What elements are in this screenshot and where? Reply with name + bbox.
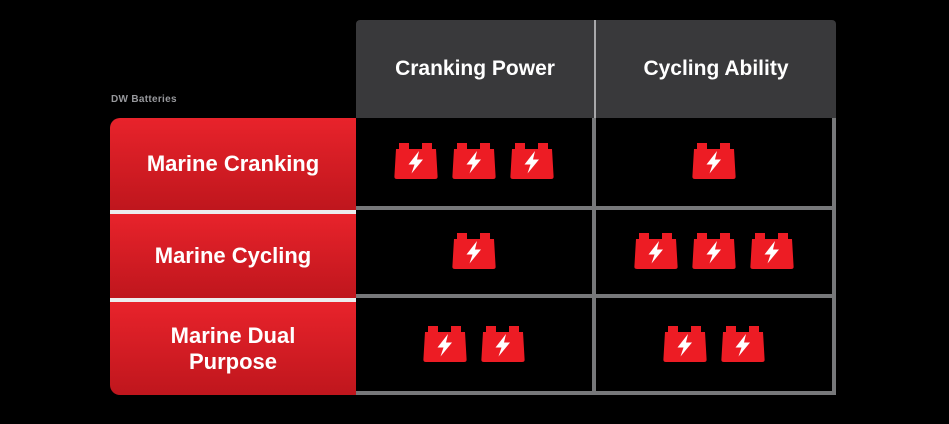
- battery-terminal-icon: [509, 325, 519, 334]
- column-header-label: Cycling Ability: [643, 57, 789, 80]
- battery-icon: [692, 233, 736, 269]
- battery-icon: [394, 143, 438, 179]
- battery-terminal-icon: [515, 143, 525, 151]
- lightning-bolt-icon: [466, 151, 481, 174]
- battery-terminal-icon: [720, 233, 730, 241]
- battery-terminal-icon: [538, 143, 548, 151]
- battery-terminal-icon: [697, 143, 707, 151]
- battery-icon: [452, 143, 496, 179]
- rating-cell-marine-dual-purpose-cycling-ability: [596, 298, 836, 395]
- comparison-table: Cranking Power Cycling Ability Marine Cr…: [110, 20, 836, 395]
- battery-icon: [452, 233, 496, 269]
- row-header-label: Marine Cycling: [154, 243, 312, 269]
- lightning-bolt-icon: [764, 241, 779, 264]
- battery-icon: [481, 325, 525, 362]
- battery-terminal-icon: [697, 233, 707, 241]
- row-header-marine-cranking: Marine Cranking: [110, 118, 356, 210]
- battery-terminal-icon: [755, 233, 765, 241]
- lightning-bolt-icon: [437, 333, 452, 356]
- lightning-bolt-icon: [495, 333, 510, 356]
- battery-icon: [721, 325, 765, 362]
- battery-icon: [634, 233, 678, 269]
- lightning-bolt-icon: [706, 151, 721, 174]
- battery-terminal-icon: [720, 143, 730, 151]
- corner-cell: [110, 20, 356, 118]
- battery-icon: [663, 325, 707, 362]
- rating-cell-marine-dual-purpose-cranking-power: [356, 298, 596, 395]
- lightning-bolt-icon: [735, 333, 750, 356]
- battery-terminal-icon: [451, 325, 461, 334]
- rating-cell-marine-cycling-cycling-ability: [596, 210, 836, 298]
- corner-label: DW Batteries: [111, 94, 177, 105]
- battery-icon: [423, 325, 467, 362]
- lightning-bolt-icon: [706, 241, 721, 264]
- lightning-bolt-icon: [648, 241, 663, 264]
- battery-terminal-icon: [399, 143, 409, 151]
- battery-icon: [692, 143, 736, 179]
- battery-terminal-icon: [457, 233, 467, 241]
- battery-icon: [750, 233, 794, 269]
- battery-terminal-icon: [662, 233, 672, 241]
- battery-terminal-icon: [422, 143, 432, 151]
- rating-cell-marine-cranking-cranking-power: [356, 118, 596, 210]
- column-header-label: Cranking Power: [395, 57, 555, 80]
- column-header-cycling-ability: Cycling Ability: [596, 20, 836, 118]
- battery-terminal-icon: [428, 325, 438, 334]
- battery-terminal-icon: [457, 143, 467, 151]
- rating-cell-marine-cranking-cycling-ability: [596, 118, 836, 210]
- lightning-bolt-icon: [677, 333, 692, 356]
- lightning-bolt-icon: [466, 241, 481, 264]
- battery-terminal-icon: [726, 325, 736, 334]
- battery-terminal-icon: [486, 325, 496, 334]
- battery-terminal-icon: [749, 325, 759, 334]
- lightning-bolt-icon: [524, 151, 539, 174]
- battery-terminal-icon: [691, 325, 701, 334]
- battery-terminal-icon: [480, 233, 490, 241]
- battery-terminal-icon: [639, 233, 649, 241]
- battery-terminal-icon: [480, 143, 490, 151]
- row-header-marine-cycling: Marine Cycling: [110, 210, 356, 298]
- column-header-cranking-power: Cranking Power: [356, 20, 596, 118]
- row-header-marine-dual-purpose: Marine Dual Purpose: [110, 298, 356, 395]
- rating-cell-marine-cycling-cranking-power: [356, 210, 596, 298]
- row-header-label: Marine Cranking: [146, 151, 320, 177]
- battery-terminal-icon: [668, 325, 678, 334]
- row-header-label: Marine Dual Purpose: [170, 322, 296, 374]
- battery-icon: [510, 143, 554, 179]
- battery-terminal-icon: [778, 233, 788, 241]
- lightning-bolt-icon: [408, 151, 423, 174]
